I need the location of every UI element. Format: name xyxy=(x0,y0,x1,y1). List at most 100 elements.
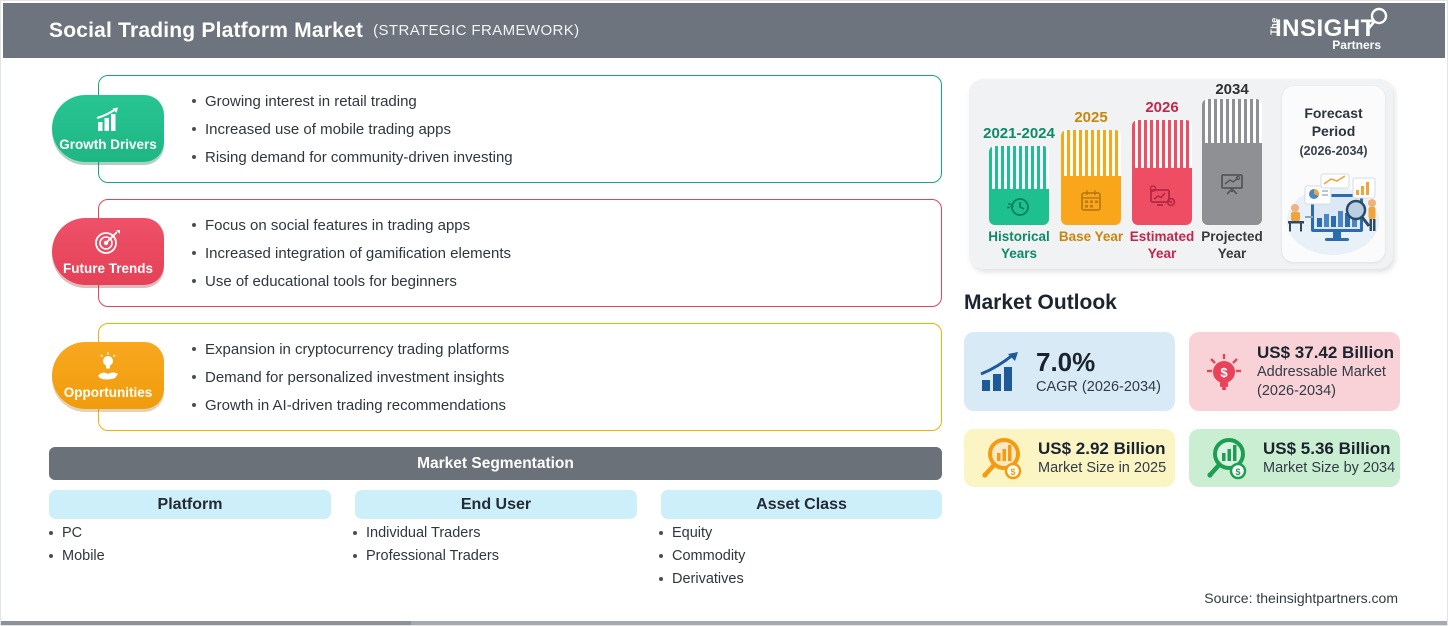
page-title: Social Trading Platform Market xyxy=(49,18,364,42)
future-trends-badge: Future Trends xyxy=(52,218,164,285)
bullet-text: Expansion in cryptocurrency trading plat… xyxy=(205,340,510,358)
bullet-dot xyxy=(353,554,357,558)
bullet-text: Rising demand for community-driven inves… xyxy=(205,148,513,166)
segment-item: Derivatives xyxy=(672,571,744,587)
bullet-dot xyxy=(49,531,53,535)
badge-label: Growth Drivers xyxy=(59,136,157,152)
list-item: Focus on social features in trading apps xyxy=(192,217,941,234)
calendar-icon xyxy=(1081,190,1101,211)
year-label: 2025 xyxy=(1074,109,1108,126)
segment-header-end-user: End User xyxy=(355,490,637,519)
source-text: Source: theinsightpartners.com xyxy=(1204,590,1398,606)
segment-header-asset-class: Asset Class xyxy=(661,490,942,519)
bar-body xyxy=(1061,176,1121,225)
bar-body xyxy=(1202,143,1262,225)
bar-stripes xyxy=(1132,120,1192,168)
market-outlook-title: Market Outlook xyxy=(964,291,1117,314)
growth-drivers-badge: Growth Drivers xyxy=(52,95,164,162)
card-value: 7.0% xyxy=(1036,346,1096,377)
bar-stripes xyxy=(1061,130,1121,176)
cagr-card: 7.0% CAGR (2026-2034) xyxy=(964,332,1175,411)
bullet-dot xyxy=(192,403,196,407)
estimated-year-bar xyxy=(1132,120,1192,225)
asset-class-items: Equity Commodity Derivatives xyxy=(659,525,745,587)
segmentation-title: Market Segmentation xyxy=(417,454,574,472)
target-dart-icon xyxy=(95,229,120,254)
year-label: 2026 xyxy=(1145,99,1179,116)
end-user-items: Individual Traders Professional Traders xyxy=(353,525,499,564)
list-item: Use of educational tools for beginners xyxy=(192,273,941,290)
list-item: Professional Traders xyxy=(353,548,499,564)
bullet-dot xyxy=(49,554,53,558)
card-text: US$ 5.36 Billion Market Size by 2034 xyxy=(1263,439,1395,478)
segment-header-platform: Platform xyxy=(49,490,331,519)
bullet-text: Focus on social features in trading apps xyxy=(205,216,471,234)
market-segmentation-bar: Market Segmentation xyxy=(49,447,942,480)
bar-caption: Historical Years xyxy=(988,229,1050,261)
forecast-monitor-icon xyxy=(1149,184,1176,206)
forecast-period-panel: Forecast Period (2026-2034) xyxy=(1282,86,1385,262)
bullet-dot xyxy=(353,531,357,535)
segment-item: Individual Traders xyxy=(366,525,481,541)
list-item: Increased integration of gamification el… xyxy=(192,245,941,262)
list-item: Rising demand for community-driven inves… xyxy=(192,149,941,166)
bullet-dot xyxy=(192,251,196,255)
list-item: Growth in AI-driven trading recommendati… xyxy=(192,397,941,414)
svg-text:$: $ xyxy=(1220,365,1228,380)
header-bar: Social Trading Platform Market (STRATEGI… xyxy=(3,3,1445,58)
year-label: 2021-2024 xyxy=(983,125,1055,142)
card-caption: CAGR (2026-2034) xyxy=(1036,378,1161,395)
bullet-dot xyxy=(192,127,196,131)
segment-item: Commodity xyxy=(672,548,746,564)
addressable-market-card: $ US$ 37.42 Billion Addressable Market (… xyxy=(1189,332,1400,411)
logo-insight-text: INSIGHT xyxy=(1275,15,1376,42)
badge-label: Opportunities xyxy=(63,384,153,400)
svg-text:$: $ xyxy=(1010,467,1015,477)
list-item: Equity xyxy=(659,525,745,541)
badge-label: Future Trends xyxy=(62,260,153,276)
bullet-text: Use of educational tools for beginners xyxy=(205,272,457,290)
card-caption: (2026-2034) xyxy=(1257,382,1336,399)
page-subtitle: (STRATEGIC FRAMEWORK) xyxy=(373,22,580,39)
bullet-text: Growth in AI-driven trading recommendati… xyxy=(205,396,506,414)
bar-body xyxy=(989,189,1049,225)
bullet-dot xyxy=(659,577,663,581)
forecast-period-title: Forecast Period xyxy=(1304,105,1363,140)
bullet-dot xyxy=(192,279,196,283)
card-value: US$ 37.42 Billion xyxy=(1257,342,1394,362)
card-value: US$ 2.92 Billion xyxy=(1038,438,1166,458)
opportunities-badge: Opportunities xyxy=(52,342,164,409)
list-item: Growing interest in retail trading xyxy=(192,93,941,110)
list-item: Increased use of mobile trading apps xyxy=(192,121,941,138)
bar-caption: Base Year xyxy=(1058,229,1124,244)
year-label: 2034 xyxy=(1215,81,1249,98)
projection-screen-icon xyxy=(1221,174,1243,195)
bullet-dot xyxy=(192,99,196,103)
segment-item: Equity xyxy=(672,525,713,541)
list-item: Individual Traders xyxy=(353,525,499,541)
market-size-2034-card: $ US$ 5.36 Billion Market Size by 2034 xyxy=(1189,429,1400,487)
bullet-dot xyxy=(192,155,196,159)
list-item: Commodity xyxy=(659,548,745,564)
card-caption: Market Size in 2025 xyxy=(1038,459,1167,476)
bullet-text: Growing interest in retail trading xyxy=(205,92,417,110)
list-item: Demand for personalized investment insig… xyxy=(192,369,941,386)
future-trends-box: Focus on social features in trading apps… xyxy=(98,199,942,307)
market-size-2025-card: $ US$ 2.92 Billion Market Size in 2025 xyxy=(964,429,1175,487)
segment-item: PC xyxy=(62,525,83,541)
card-text: 7.0% CAGR (2026-2034) xyxy=(1036,347,1161,397)
bullet-dot xyxy=(192,347,196,351)
bullet-dot xyxy=(192,375,196,379)
bullet-text: Demand for personalized investment insig… xyxy=(205,368,505,386)
svg-text:$: $ xyxy=(1235,467,1240,477)
logo-partners-text: Partners xyxy=(1332,38,1381,52)
bullet-dot xyxy=(192,223,196,227)
bar-stripes xyxy=(1202,99,1262,143)
bullet-text: Increased use of mobile trading apps xyxy=(205,120,451,138)
insight-partners-logo: The INSIGHT Partners xyxy=(1267,7,1388,52)
bullet-dot xyxy=(659,531,663,535)
bar-body xyxy=(1132,168,1192,225)
hand-bulb-icon xyxy=(98,352,118,379)
card-caption: Market Size by 2034 xyxy=(1263,459,1396,476)
